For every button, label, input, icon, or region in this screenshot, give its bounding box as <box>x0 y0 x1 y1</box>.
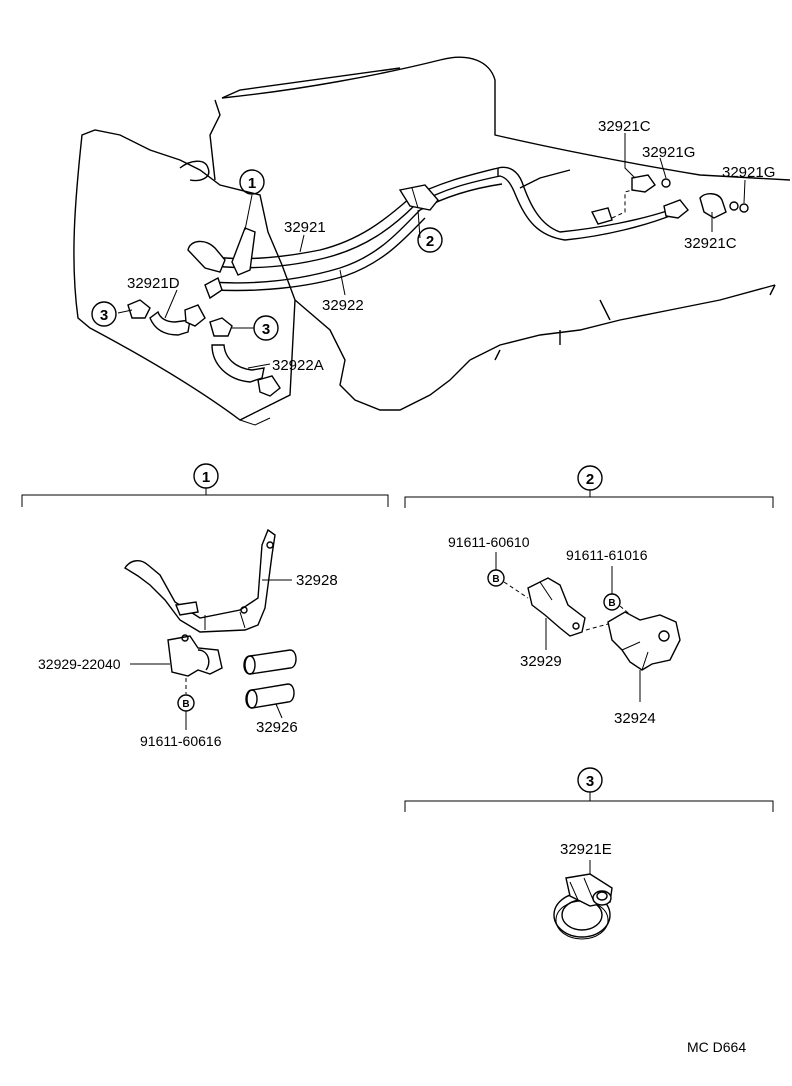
label-32921C-right: 32921C <box>684 235 737 252</box>
label-91611-61016: 91611-61016 <box>566 547 648 563</box>
svg-text:3: 3 <box>262 321 270 338</box>
svg-text:3: 3 <box>586 773 594 790</box>
svg-text:1: 1 <box>248 175 256 192</box>
label-32921: 32921 <box>284 219 326 236</box>
label-32921D: 32921D <box>127 275 180 292</box>
fuel-pipes <box>199 166 676 292</box>
label-32921C-top: 32921C <box>598 118 651 135</box>
main-leaders <box>117 133 746 369</box>
detail-1-header: 1 <box>21 463 389 507</box>
svg-text:2: 2 <box>426 233 434 250</box>
pipe-clamp-center <box>398 184 439 211</box>
dash-b-detail2-left <box>503 581 529 599</box>
label-32921G-a: 32921G <box>642 144 695 161</box>
label-32922: 32922 <box>322 297 364 314</box>
footer-code: MC D664 <box>687 1039 746 1055</box>
svg-text:B: B <box>608 598 615 609</box>
callout-3-main-left: 3 <box>91 301 117 327</box>
detail-2-header: 2 <box>404 465 774 508</box>
svg-text:3: 3 <box>100 307 108 324</box>
dash-32929-32924 <box>585 623 609 631</box>
b-mark-detail1: B <box>177 694 195 712</box>
fittings-right <box>590 174 749 225</box>
part-32929-22040 <box>167 634 223 677</box>
part-32929 <box>527 577 586 637</box>
b-mark-detail2-right: B <box>603 593 621 611</box>
bracket-32928 <box>124 528 276 633</box>
svg-text:1: 1 <box>202 469 210 486</box>
label-32921E: 32921E <box>560 841 612 858</box>
hose-32921D <box>127 299 206 336</box>
detail-3-header: 3 <box>404 767 774 812</box>
label-91611-60616: 91611-60616 <box>140 733 222 749</box>
hose-clamp-32921E <box>553 873 613 940</box>
label-32921G-b: 32921G <box>722 164 775 181</box>
label-32922A: 32922A <box>272 357 324 374</box>
svg-text:2: 2 <box>586 471 594 488</box>
pipe-clamp-left <box>187 227 256 300</box>
callout-2-main: 2 <box>417 227 443 253</box>
leader-32926 <box>275 703 283 719</box>
svg-text:B: B <box>492 574 499 585</box>
label-32924: 32924 <box>614 710 656 727</box>
label-32929-22040: 32929-22040 <box>38 656 121 672</box>
svg-text:B: B <box>182 699 189 710</box>
sleeve-32926-lower <box>245 683 295 709</box>
sleeve-32926-upper <box>243 649 297 675</box>
label-91611-60610: 91611-60610 <box>448 534 530 550</box>
callout-1-main: 1 <box>239 169 265 195</box>
b-mark-detail2-left: B <box>487 569 505 587</box>
engine-outline <box>73 56 791 426</box>
hose-32922A <box>209 317 281 397</box>
label-32928: 32928 <box>296 572 338 589</box>
callout-3-main-right: 3 <box>253 315 279 341</box>
label-32926: 32926 <box>256 719 298 736</box>
label-32929: 32929 <box>520 653 562 670</box>
part-32924 <box>607 611 681 671</box>
